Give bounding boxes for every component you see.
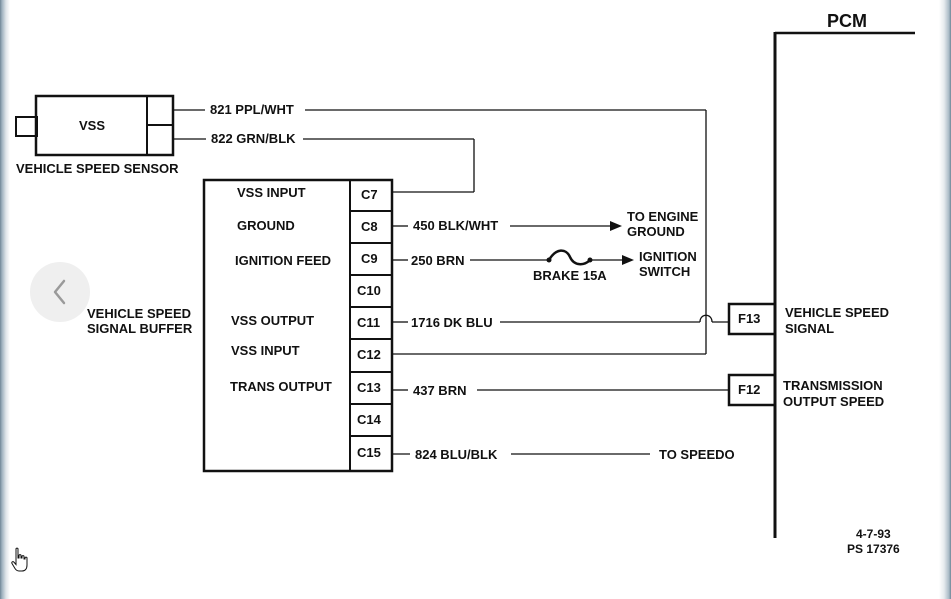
- pin-id-c12: C12: [357, 347, 381, 362]
- wire-450: [392, 221, 622, 231]
- chevron-left-icon: [53, 279, 66, 305]
- pin-name-c7: VSS INPUT: [237, 185, 306, 200]
- pin-id-c8: C8: [361, 219, 378, 234]
- wire-824-label: 824 BLU/BLK: [415, 447, 498, 462]
- wire-822-label: 822 GRN/BLK: [211, 131, 296, 146]
- buffer-label-line-1: VEHICLE SPEED: [87, 306, 191, 321]
- pin-name-c11: VSS OUTPUT: [231, 313, 314, 328]
- pin-id-c13: C13: [357, 380, 381, 395]
- viewer-right-border: [939, 0, 951, 599]
- wire-1716: [392, 314, 729, 323]
- buffer-label-line-2: SIGNAL BUFFER: [87, 321, 193, 336]
- buffer-box: [202, 178, 394, 473]
- pcm-pin-f13-desc-1: VEHICLE SPEED: [785, 305, 889, 320]
- wire-821-label: 821 PPL/WHT: [210, 102, 294, 117]
- speedo-label: TO SPEEDO: [659, 447, 735, 462]
- wire-437-label: 437 BRN: [413, 383, 466, 398]
- fuse-label: BRAKE 15A: [533, 268, 607, 283]
- vehicle-speed-sensor: VSS: [15, 94, 175, 157]
- pin-id-c11: C11: [357, 315, 380, 330]
- wire-250-label: 250 BRN: [411, 253, 464, 268]
- ignition-switch-line-2: SWITCH: [639, 264, 690, 279]
- pcm-pin-f13-box: [727, 302, 777, 336]
- previous-image-button[interactable]: [30, 262, 90, 322]
- pin-id-c15: C15: [357, 445, 381, 460]
- wire-250: [392, 249, 634, 266]
- ignition-switch-line-1: IGNITION: [639, 249, 697, 264]
- diagram-date: 4-7-93: [856, 527, 891, 541]
- diagram-ref: PS 17376: [847, 542, 900, 556]
- pcm-label: PCM: [827, 11, 867, 31]
- pcm-pin-f12: F12: [738, 382, 760, 397]
- pcm-pin-f12-desc-2: OUTPUT SPEED: [783, 394, 884, 409]
- wire-822: [173, 138, 475, 193]
- hand-pointer-icon: [11, 547, 28, 572]
- wire-450-label: 450 BLK/WHT: [413, 218, 498, 233]
- pin-id-c7: C7: [361, 187, 378, 202]
- engine-ground-line-1: TO ENGINE: [627, 209, 699, 224]
- pin-id-c9: C9: [361, 251, 378, 266]
- engine-ground-line-2: GROUND: [627, 224, 685, 239]
- pin-id-c10: C10: [357, 283, 381, 298]
- pcm-pin-f13-desc-2: SIGNAL: [785, 321, 834, 336]
- pin-name-c9: IGNITION FEED: [235, 253, 331, 268]
- wire-1716-label: 1716 DK BLU: [411, 315, 493, 330]
- pcm-pin-f12-box: [727, 373, 777, 407]
- pin-id-c14: C14: [357, 412, 382, 427]
- pin-name-c12: VSS INPUT: [231, 343, 300, 358]
- pin-dividers: [350, 210, 392, 437]
- pin-name-c13: TRANS OUTPUT: [230, 379, 332, 394]
- sensor-caption: VEHICLE SPEED SENSOR: [16, 161, 179, 176]
- sensor-box-label: VSS: [79, 118, 105, 133]
- pin-name-c8: GROUND: [237, 218, 295, 233]
- wire-821: [173, 109, 707, 355]
- pcm-pin-f13: F13: [738, 311, 760, 326]
- pcm-pin-f12-desc-1: TRANSMISSION: [783, 378, 883, 393]
- viewer-left-border: [0, 0, 10, 599]
